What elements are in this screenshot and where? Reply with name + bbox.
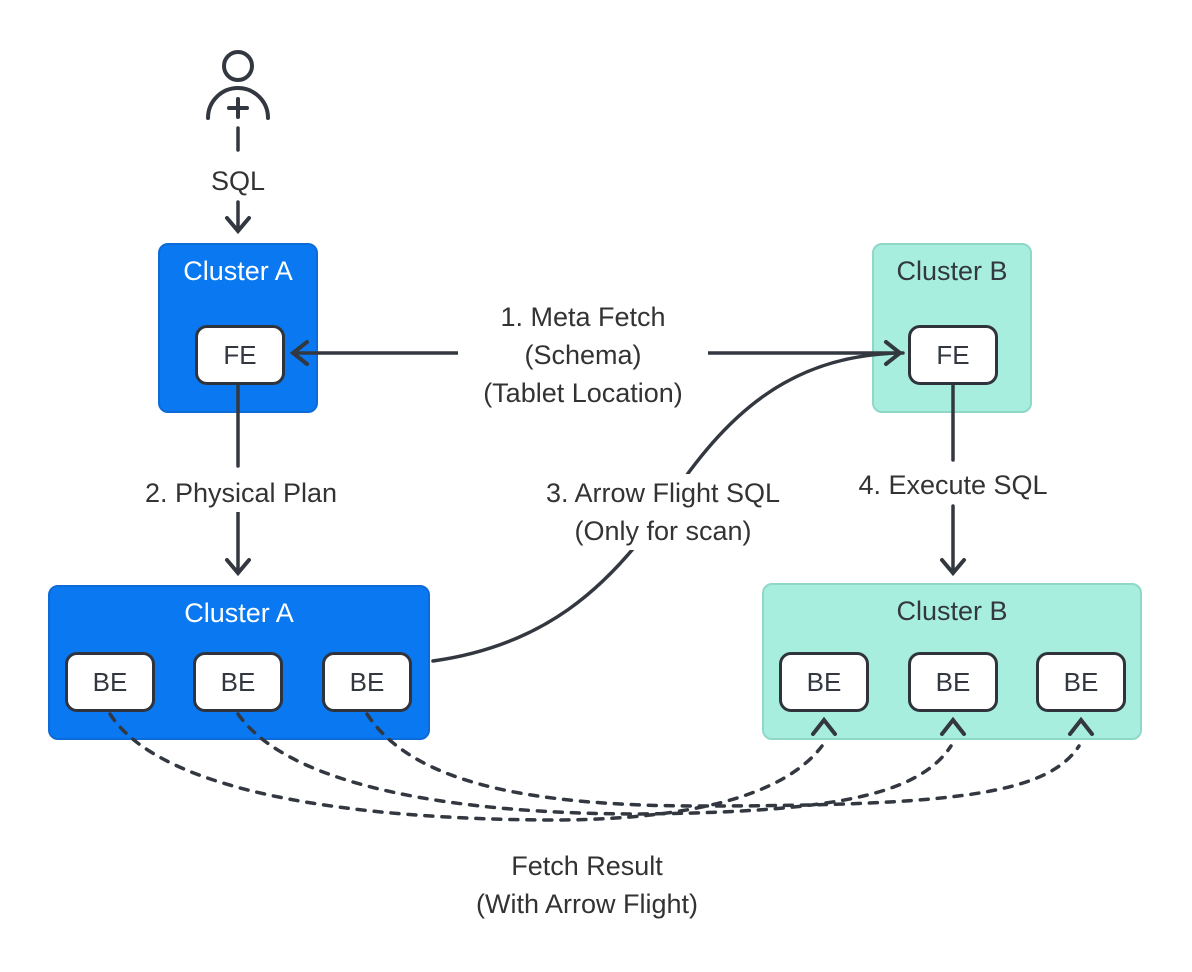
node-be-cluster-b-3: BE	[1036, 652, 1126, 712]
user-plus-icon	[206, 50, 270, 120]
label-execute-sql-text: 4. Execute SQL	[858, 470, 1048, 500]
label-arrow-flight-line2: (Only for scan)	[574, 516, 752, 546]
label-physical-plan: 2. Physical Plan	[121, 474, 361, 512]
label-arrow-flight-line1: 3. Arrow Flight SQL	[545, 478, 781, 508]
label-physical-plan-text: 2. Physical Plan	[144, 478, 338, 508]
label-meta-fetch-line1: 1. Meta Fetch	[500, 302, 666, 332]
cluster-a-bottom-title: Cluster A	[184, 598, 294, 628]
cluster-b-bottom-title: Cluster B	[896, 596, 1008, 626]
node-be-cluster-b-1: BE	[779, 652, 869, 712]
label-fetch-result-line2: (With Arrow Flight)	[475, 889, 699, 919]
node-fe-cluster-a: FE	[195, 325, 285, 385]
edge-execute-sql	[940, 383, 966, 577]
fetch-result-arrowheads	[811, 716, 1094, 736]
node-be-cluster-a-1: BE	[65, 652, 155, 712]
node-be-cluster-a-2: BE	[193, 652, 283, 712]
node-be-cluster-a-3: BE	[322, 652, 412, 712]
label-meta-fetch-line2: (Schema)	[524, 340, 642, 370]
label-fetch-result-line1: Fetch Result	[511, 851, 663, 881]
cluster-a-top-title: Cluster A	[183, 256, 293, 286]
cluster-b-top-title: Cluster B	[896, 256, 1008, 286]
label-sql-text: SQL	[210, 166, 266, 196]
label-sql: SQL	[198, 162, 278, 200]
label-meta-fetch-line3: (Tablet Location)	[483, 378, 683, 408]
label-fetch-result: Fetch Result (With Arrow Flight)	[437, 847, 737, 923]
edge-physical-plan	[225, 383, 251, 577]
node-be-cluster-b-2: BE	[908, 652, 998, 712]
node-fe-cluster-b: FE	[908, 325, 998, 385]
edge-fetch-result	[108, 712, 1081, 822]
edge-sql	[225, 126, 251, 235]
label-arrow-flight: 3. Arrow Flight SQL (Only for scan)	[533, 474, 793, 550]
label-meta-fetch: 1. Meta Fetch (Schema) (Tablet Location)	[458, 298, 708, 412]
label-execute-sql: 4. Execute SQL	[838, 466, 1068, 504]
